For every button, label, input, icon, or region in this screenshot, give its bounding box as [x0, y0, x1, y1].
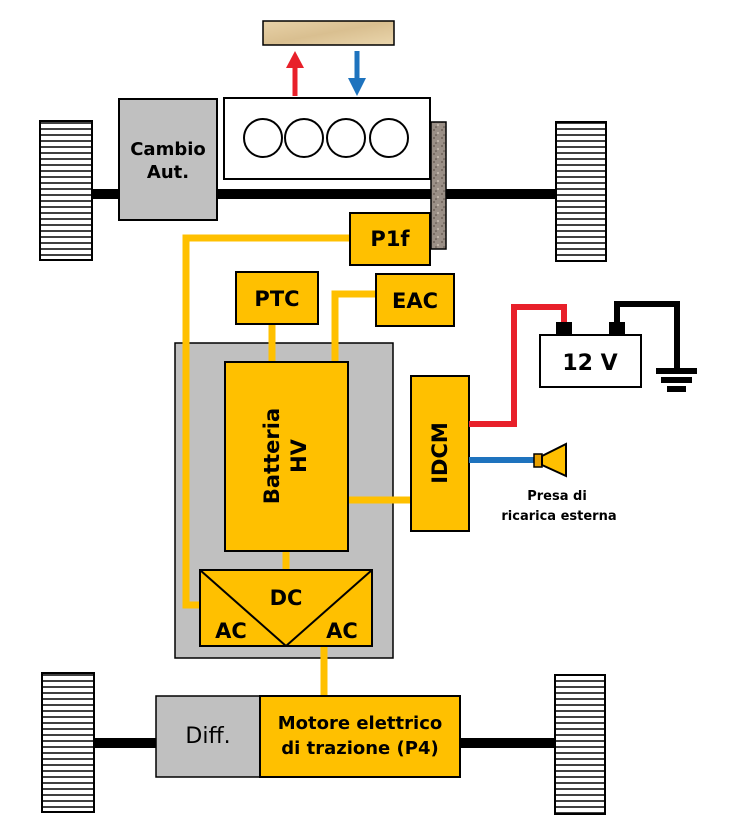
battery-12v-box: [539, 334, 642, 388]
inverter: [199, 569, 373, 647]
cylinder: [284, 118, 324, 158]
charging-socket-icon: [533, 442, 567, 478]
hv-battery-label-line2: HV: [287, 438, 311, 473]
charging-socket-label-line1: Presa di: [527, 489, 587, 504]
idcm-box: [410, 375, 470, 532]
differential-label: Diff.: [185, 724, 230, 749]
gearbox-box: [118, 98, 218, 221]
hv-wiring: [182, 234, 411, 696]
hot-air-arrow: [286, 51, 304, 96]
battery-12v-positive-terminal: [556, 322, 572, 335]
rear-left-wheel: [41, 672, 95, 813]
front-axle: [90, 189, 558, 199]
p1f-label: P1f: [370, 227, 410, 251]
gearbox-label-line2: Aut.: [147, 162, 189, 183]
rear-right-wheel: [554, 674, 606, 815]
ptc-box: [235, 271, 319, 325]
radiator: [262, 20, 395, 46]
cylinder: [326, 118, 366, 158]
battery-12v-negative-terminal: [609, 322, 625, 335]
battery-12v-label: 12 V: [562, 351, 617, 376]
flywheel-belt: [430, 121, 447, 250]
wire-12v-positive: [469, 304, 567, 427]
hv-battery-box: [224, 361, 349, 552]
traction-motor-box: [259, 695, 461, 778]
p1f-box: [349, 212, 431, 266]
eac-label: EAC: [392, 289, 438, 313]
eac-box: [375, 273, 455, 327]
gearbox-label-line1: Cambio: [130, 139, 206, 160]
inverter-ac-left-label: AC: [215, 619, 247, 643]
hv-battery-label-line1: Batteria: [260, 408, 284, 504]
wire-12v-ground: [614, 301, 697, 392]
front-right-wheel: [555, 121, 607, 262]
cold-air-arrow: [348, 51, 366, 96]
traction-motor-label-line1: Motore elettrico: [278, 713, 442, 734]
ptc-label: PTC: [254, 287, 299, 311]
cylinder: [369, 118, 409, 158]
differential-box: [155, 695, 261, 778]
idcm-label: IDCM: [428, 422, 452, 484]
engine-block: [223, 97, 431, 180]
charging-socket-label-line2: ricarica esterna: [501, 509, 616, 524]
inverter-ac-right-label: AC: [326, 619, 358, 643]
inverter-dc-label: DC: [270, 586, 303, 610]
traction-motor-label-line2: di trazione (P4): [281, 738, 438, 759]
front-left-wheel: [39, 120, 93, 261]
cylinder: [243, 118, 283, 158]
